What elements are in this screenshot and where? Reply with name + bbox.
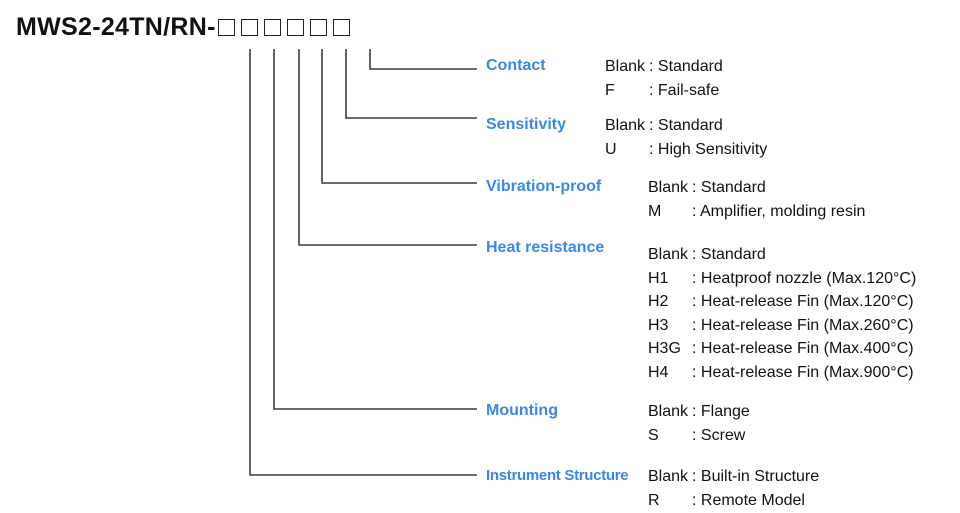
option-row: Blank: Flange — [648, 400, 750, 424]
options-instrument-structure: Blank: Built-in Structure R : Remote Mode… — [648, 465, 819, 512]
option-row: Blank: Standard — [605, 55, 723, 79]
option-code: Blank — [648, 246, 689, 263]
options-heat-resistance: Blank: Standard H1 : Heatproof nozzle (Ma… — [648, 243, 916, 384]
connector-contact — [369, 49, 477, 70]
category-mounting: Mounting — [486, 402, 558, 419]
option-code: Blank — [648, 468, 689, 485]
option-slot-box — [332, 19, 350, 36]
option-desc: : Heat-release Fin (Max.400°C) — [692, 340, 914, 357]
option-code: H3 — [648, 316, 669, 334]
option-row: Blank: Standard — [605, 114, 767, 138]
category-sensitivity: Sensitivity — [486, 116, 567, 133]
options-sensitivity: Blank: Standard U : High Sensitivity — [605, 114, 767, 161]
option-desc: : Standard — [692, 179, 766, 196]
option-code: S — [648, 426, 659, 444]
connector-mounting — [273, 49, 477, 410]
category-heat-resistance: Heat resistance — [486, 239, 605, 256]
option-code: Blank — [648, 403, 689, 420]
option-desc: : Amplifier, molding resin — [692, 202, 866, 220]
option-desc: : Heat-release Fin (Max.120°C) — [692, 293, 914, 310]
option-desc: : Standard — [692, 246, 766, 263]
option-slot-box — [240, 19, 258, 36]
option-code: H4 — [648, 363, 669, 381]
option-row: M : Amplifier, molding resin — [648, 200, 865, 224]
option-slot-box — [217, 19, 235, 36]
category-contact: Contact — [486, 57, 546, 74]
option-code: H2 — [648, 293, 669, 310]
option-row: Blank: Standard — [648, 243, 916, 267]
option-row: H2 : Heat-release Fin (Max.120°C) — [648, 290, 916, 314]
options-mounting: Blank: Flange S : Screw — [648, 400, 750, 447]
category-instrument-structure: Instrument Structure — [486, 467, 629, 484]
option-code: H1 — [648, 269, 669, 287]
category-vibration-proof: Vibration-proof — [486, 178, 602, 195]
option-slot-box — [286, 19, 304, 36]
option-slot-box — [309, 19, 327, 36]
option-row: U : High Sensitivity — [605, 138, 767, 162]
option-desc: : High Sensitivity — [649, 140, 768, 158]
connector-instrument-structure — [249, 49, 477, 476]
option-row: Blank: Built-in Structure — [648, 465, 819, 489]
connector-vibration-proof — [321, 49, 477, 184]
option-desc: : Screw — [692, 426, 746, 444]
option-slot-box — [263, 19, 281, 36]
connector-sensitivity — [345, 49, 477, 119]
option-desc: : Fail-safe — [649, 81, 720, 99]
option-row: F : Fail-safe — [605, 79, 723, 103]
option-desc: : Standard — [649, 58, 723, 75]
option-row: S : Screw — [648, 424, 750, 448]
option-code: Blank — [605, 117, 646, 134]
option-code: M — [648, 202, 662, 220]
option-desc: : Standard — [649, 117, 723, 134]
option-row: Blank: Standard — [648, 176, 865, 200]
option-desc: : Flange — [692, 403, 750, 420]
option-desc: : Remote Model — [692, 491, 805, 509]
option-row: H4 : Heat-release Fin (Max.900°C) — [648, 361, 916, 385]
option-row: H3 : Heat-release Fin (Max.260°C) — [648, 314, 916, 338]
option-code: F — [605, 81, 615, 99]
option-code: U — [605, 140, 617, 158]
option-code: H3G — [648, 340, 681, 357]
option-desc: : Heatproof nozzle (Max.120°C) — [692, 269, 917, 287]
option-desc: : Heat-release Fin (Max.900°C) — [692, 363, 914, 381]
option-slots — [217, 19, 350, 36]
connector-heat-resistance — [298, 49, 477, 246]
model-prefix: MWS2-24TN/RN- — [16, 13, 216, 41]
model-number: MWS2-24TN/RN- — [16, 13, 350, 42]
option-code: Blank — [605, 58, 646, 75]
options-vibration-proof: Blank: Standard M : Amplifier, molding re… — [648, 176, 865, 223]
options-contact: Blank: Standard F : Fail-safe — [605, 55, 723, 102]
option-row: R : Remote Model — [648, 489, 819, 513]
option-row: H3G : Heat-release Fin (Max.400°C) — [648, 337, 916, 361]
option-code: Blank — [648, 179, 689, 196]
option-desc: : Built-in Structure — [692, 468, 820, 485]
option-row: H1 : Heatproof nozzle (Max.120°C) — [648, 267, 916, 291]
option-desc: : Heat-release Fin (Max.260°C) — [692, 316, 914, 334]
option-code: R — [648, 491, 660, 509]
